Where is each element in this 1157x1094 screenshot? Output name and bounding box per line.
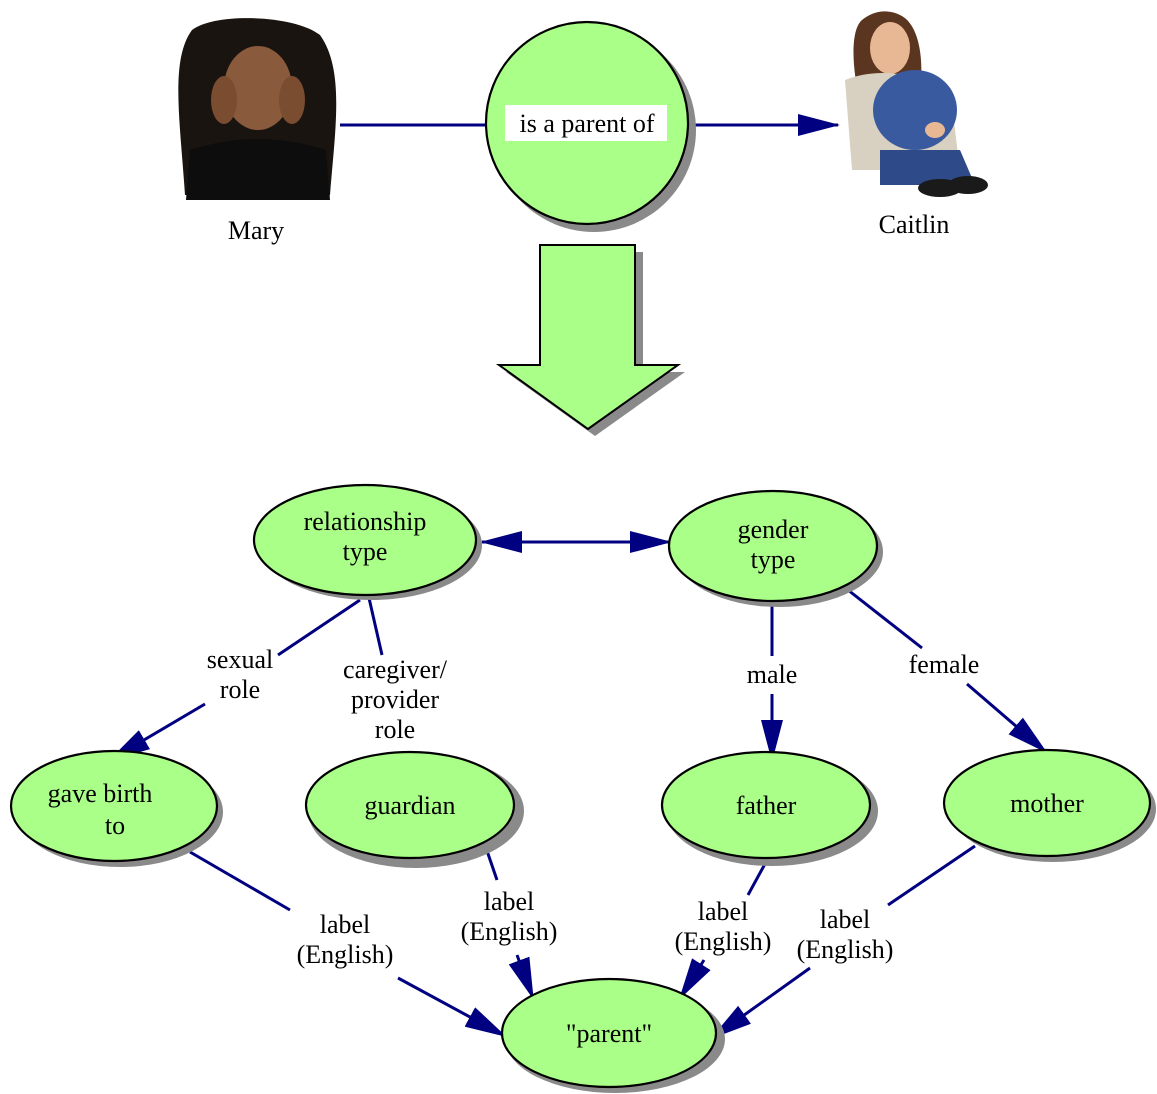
english-1-line1: label [320, 910, 371, 939]
svg-text:gender: gender [738, 515, 809, 544]
label-edge-2-bottom [508, 954, 535, 1000]
gave-birth-to-line2: to [105, 811, 125, 840]
svg-text:mother: mother [1010, 789, 1084, 818]
svg-text:"parent": "parent" [566, 1019, 652, 1048]
english-3-line2: (English) [675, 927, 772, 956]
relation-circle-node: is a parent of [484, 20, 696, 232]
node-father: father [660, 750, 878, 866]
label-edge-4-top [887, 844, 976, 907]
female-edge-bottom [966, 682, 1048, 754]
sexual-role-line2: role [220, 675, 260, 704]
node-gender-type: gender type [667, 489, 883, 607]
gender-type-line2: type [751, 545, 796, 574]
sexual-role-edge-top [277, 598, 361, 657]
gave-birth-to-line1: gave birth [48, 779, 153, 808]
label-edge-1-top [189, 850, 291, 912]
svg-text:female: female [909, 650, 980, 679]
svg-text:label: label [484, 887, 535, 916]
father-label: father [736, 791, 797, 820]
relationship-type-line2: type [343, 537, 388, 566]
svg-text:male: male [747, 660, 798, 689]
edge-label-male: male [747, 660, 798, 689]
guardian-label: guardian [365, 791, 456, 820]
node-guardian: guardian [304, 750, 524, 868]
caregiver-role-line1: caregiver/ [343, 655, 448, 684]
caregiver-role-line2: provider [351, 685, 439, 714]
relation-label: is a parent of [519, 109, 654, 138]
node-relationship-type: relationship type [252, 483, 482, 600]
svg-text:role: role [375, 715, 415, 744]
sexual-role-line1: sexual [207, 645, 273, 674]
caregiver-role-edge-top [367, 597, 384, 656]
label-edge-3-top [746, 861, 768, 896]
edge-label-english-2: label (English) [461, 887, 558, 946]
relationship-type-line1: relationship [304, 507, 427, 536]
svg-text:label: label [820, 905, 871, 934]
mary-label: Mary [228, 216, 284, 245]
english-1-line2: (English) [297, 940, 394, 969]
svg-text:caregiver/: caregiver/ [343, 655, 448, 684]
english-2-line2: (English) [461, 917, 558, 946]
svg-text:role: role [220, 675, 260, 704]
female-edge-top [847, 588, 923, 650]
node-parent: "parent" [500, 977, 725, 1093]
edge-label-english-3: label (English) [675, 897, 772, 956]
english-2-line1: label [484, 887, 535, 916]
label-edge-1-bottom [397, 976, 507, 1038]
person-caitlin: Caitlin [845, 11, 988, 239]
edge-label-caregiver-role: caregiver/ provider role [343, 655, 448, 744]
edge-label-sexual-role: sexual role [207, 645, 273, 704]
svg-text:provider: provider [351, 685, 439, 714]
svg-text:guardian: guardian [365, 791, 456, 820]
svg-text:(English): (English) [675, 927, 772, 956]
gender-type-line1: gender [738, 515, 809, 544]
english-3-line1: label [698, 897, 749, 926]
edge-label-female: female [909, 650, 980, 679]
svg-text:relationship: relationship [304, 507, 427, 536]
svg-text:label: label [698, 897, 749, 926]
caregiver-role-line3: role [375, 715, 415, 744]
person-mary: Mary [178, 18, 337, 245]
english-4-line1: label [820, 905, 871, 934]
svg-text:type: type [751, 545, 796, 574]
mother-label: mother [1010, 789, 1084, 818]
svg-text:(English): (English) [297, 940, 394, 969]
woman-portrait-icon [178, 18, 337, 200]
node-mother: mother [942, 748, 1156, 862]
edge-label-english-1: label (English) [297, 910, 394, 969]
svg-text:gave birth: gave birth [48, 779, 153, 808]
label-edge-4-bottom [710, 966, 811, 1040]
seated-woman-icon [845, 11, 988, 197]
svg-text:sexual: sexual [207, 645, 273, 674]
label-edge-3-bottom [678, 958, 711, 1000]
big-down-arrow-icon [495, 244, 685, 436]
svg-text:(English): (English) [461, 917, 558, 946]
svg-text:to: to [105, 811, 125, 840]
svg-text:(English): (English) [797, 935, 894, 964]
english-4-line2: (English) [797, 935, 894, 964]
svg-text:type: type [343, 537, 388, 566]
svg-text:father: father [736, 791, 797, 820]
edge-label-english-4: label (English) [797, 905, 894, 964]
svg-text:label: label [320, 910, 371, 939]
caitlin-label: Caitlin [879, 210, 950, 239]
node-gave-birth-to: gave birth to [9, 749, 223, 867]
parent-label: "parent" [566, 1019, 652, 1048]
